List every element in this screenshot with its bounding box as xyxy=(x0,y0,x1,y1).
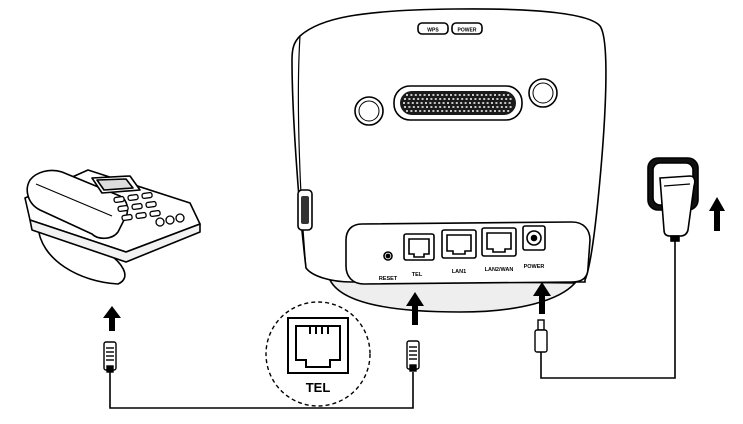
tel-callout-label: TEL xyxy=(306,380,331,395)
power-button-label: POWER xyxy=(458,28,477,34)
lan2-wan-port-label: LAN2/WAN xyxy=(485,267,514,273)
phone-cable xyxy=(109,370,414,409)
desk-telephone-icon xyxy=(24,169,201,285)
router-body xyxy=(291,8,607,313)
port-panel xyxy=(345,221,591,285)
tel-port-label: TEL xyxy=(412,272,423,278)
up-arrow-icon xyxy=(533,282,551,314)
wps-button-label: WPS xyxy=(427,28,439,34)
up-arrow-icon xyxy=(709,197,725,231)
up-arrow-icon xyxy=(103,306,121,331)
dc-plug-icon xyxy=(534,319,548,353)
reset-port-label: RESET xyxy=(379,276,398,282)
tel-port-callout xyxy=(265,301,371,407)
power-adapter-icon xyxy=(659,175,696,242)
rj11-plug-icon xyxy=(103,341,117,373)
lan1-port-label: LAN1 xyxy=(452,269,466,275)
power-port-label: POWER xyxy=(524,264,545,270)
up-arrow-icon xyxy=(406,292,424,325)
rj11-plug-icon xyxy=(406,340,420,372)
power-cable xyxy=(540,240,676,379)
